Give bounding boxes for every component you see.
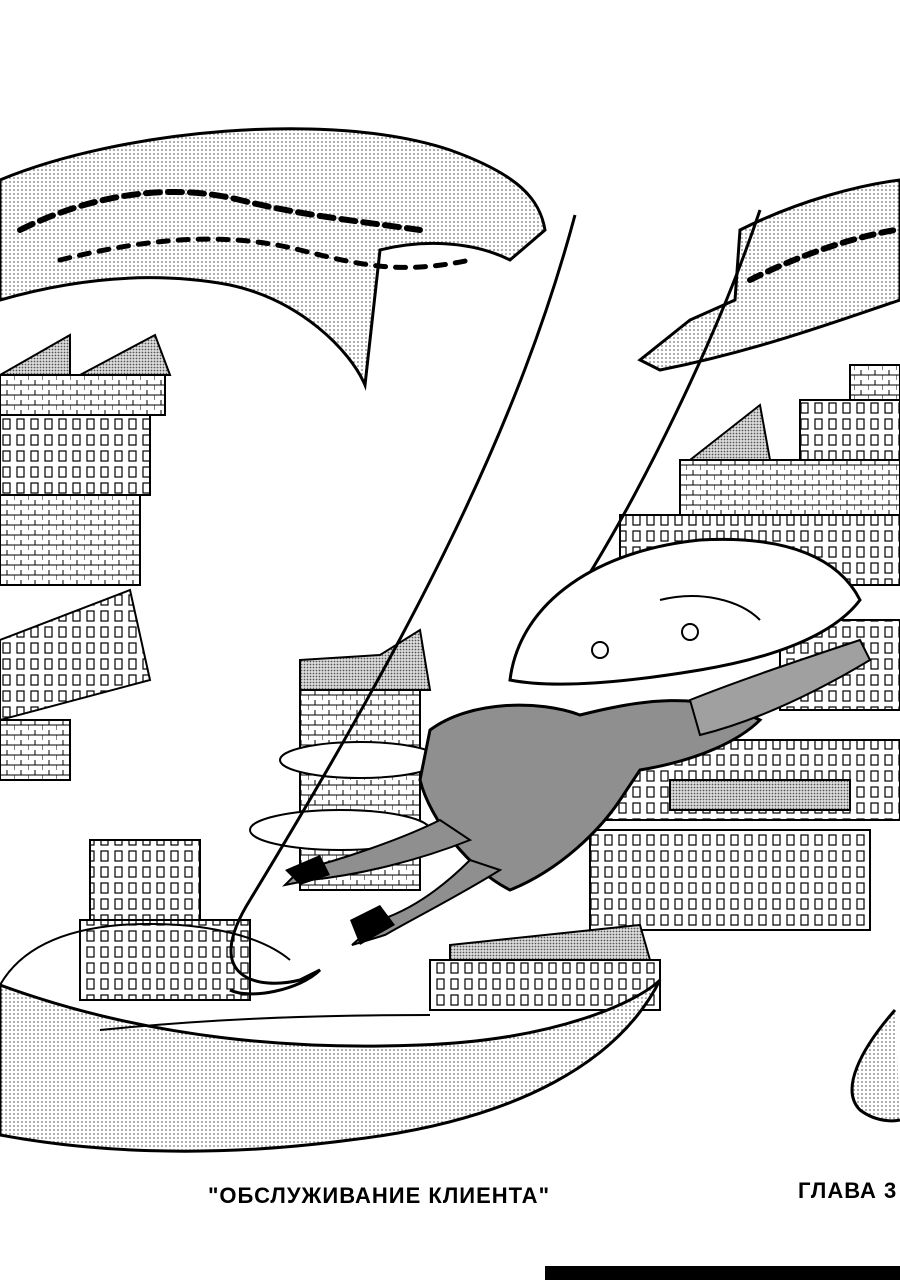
castle-town-right bbox=[429, 364, 900, 1011]
flying-girl bbox=[281, 537, 872, 946]
base-platform bbox=[0, 923, 662, 1153]
castle-town-left bbox=[0, 333, 172, 781]
central-tower bbox=[79, 628, 441, 1001]
chapter-number: ГЛАВА 3 bbox=[798, 1178, 898, 1203]
chapter-subtitle: "ОБСЛУЖИВАНИЕ КЛИЕНТА" bbox=[208, 1183, 550, 1208]
ribbon-banner-right bbox=[637, 178, 900, 372]
brush-swirl bbox=[229, 209, 900, 1123]
ribbon-banner-left bbox=[0, 127, 547, 391]
page-edge-bar bbox=[545, 1266, 900, 1280]
